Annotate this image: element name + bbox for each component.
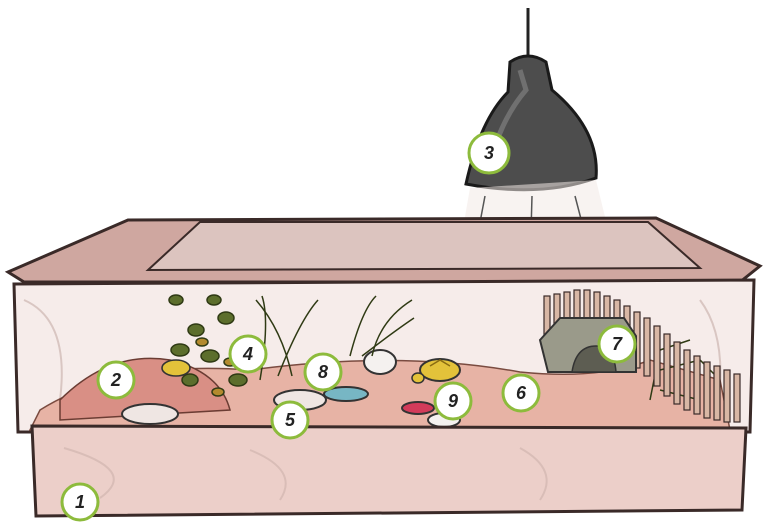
callout-7: 7	[597, 324, 637, 364]
callout-6: 6	[501, 373, 541, 413]
enclosure-front	[30, 424, 748, 518]
front-reflection	[63, 447, 115, 499]
callout-4: 4	[228, 334, 268, 374]
callout-2: 2	[96, 360, 136, 400]
rock	[121, 403, 179, 425]
callout-9-number: 9	[448, 391, 458, 411]
glass-lid	[145, 221, 703, 272]
callout-8-number: 8	[318, 362, 328, 382]
front-reflection	[249, 449, 287, 501]
callout-7-number: 7	[612, 334, 623, 354]
water-dish	[323, 386, 369, 402]
callout-8: 8	[303, 352, 343, 392]
callout-5-number: 5	[285, 410, 296, 430]
tortoise	[161, 359, 191, 377]
callout-3-number: 3	[484, 143, 494, 163]
callout-3: 3	[467, 131, 511, 175]
callout-4-number: 4	[242, 344, 253, 364]
callout-2-number: 2	[110, 370, 121, 390]
callout-1: 1	[60, 482, 100, 522]
food-dish	[401, 401, 435, 415]
tortoise	[411, 358, 461, 384]
callout-5: 5	[270, 400, 310, 440]
plants	[168, 294, 415, 397]
front-reflection	[519, 447, 548, 501]
callout-9: 9	[433, 381, 473, 421]
callout-1-number: 1	[75, 492, 85, 512]
callout-6-number: 6	[516, 383, 527, 403]
rock	[363, 349, 397, 375]
glass-reflection	[23, 299, 63, 401]
